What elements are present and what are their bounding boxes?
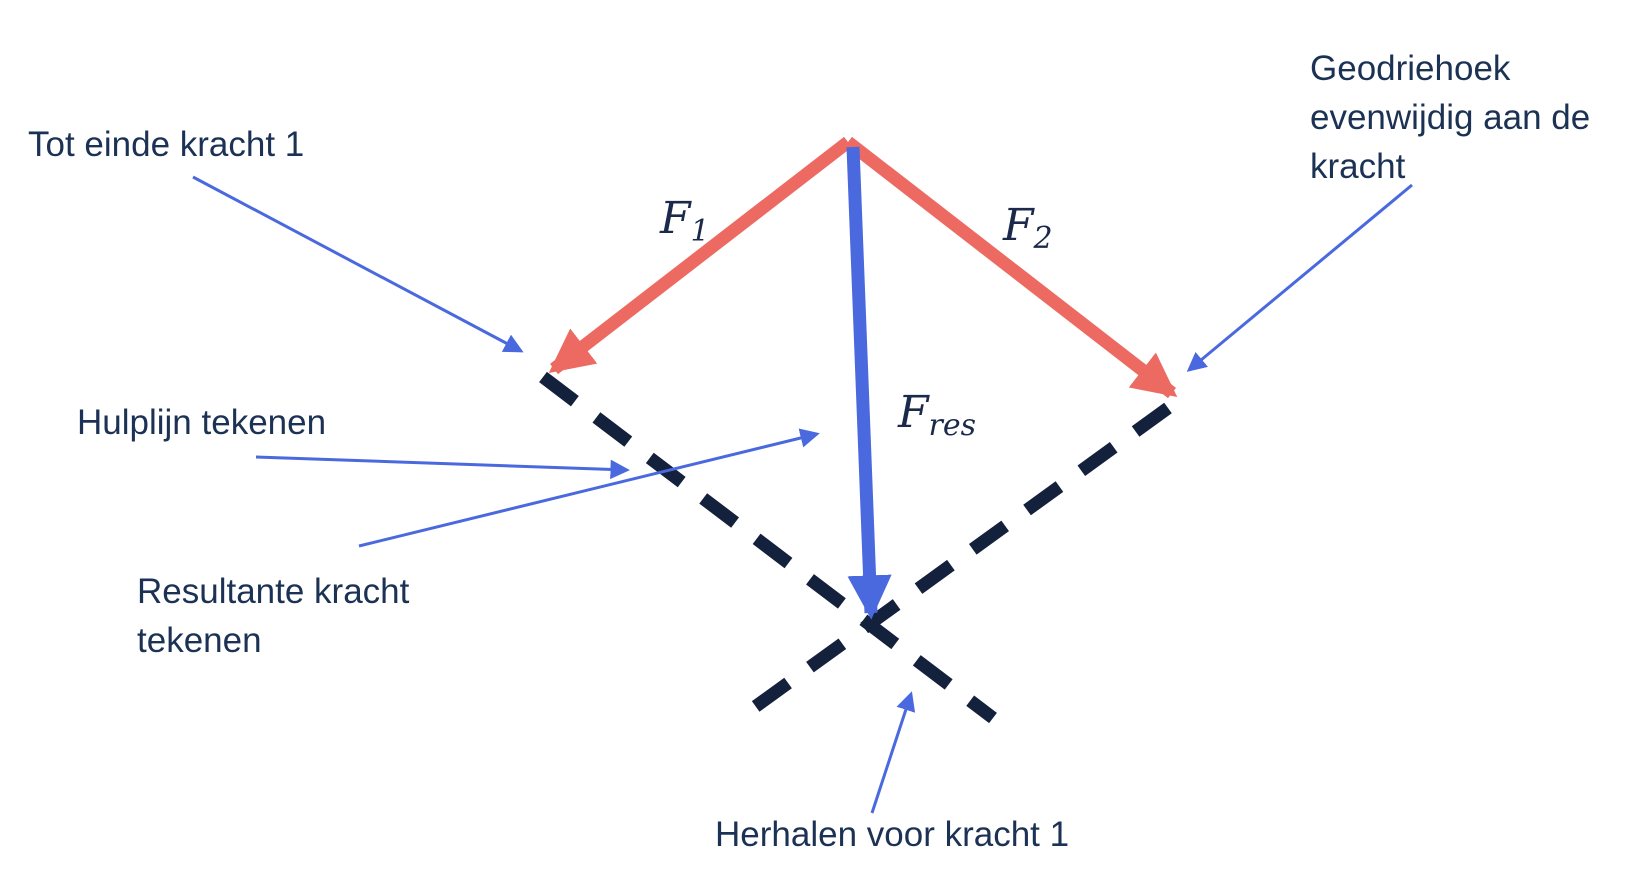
annotation-arrow-geodriehoek [1186,183,1413,372]
label-f1: F1 [659,193,710,249]
label-herhalen-voor-kracht-1: Herhalen voor kracht 1 [715,815,1070,854]
force-arrow-f2 [844,136,1178,399]
label-fres: Fres [897,387,976,443]
label-f1-subscript: 1 [691,214,710,249]
label-f2-base: F [1002,200,1035,251]
label-hulplijn-tekenen: Hulplijn tekenen [77,403,327,442]
helper-dashed-line-left [539,371,997,724]
annotation-arrow-hulplijn [255,455,630,480]
label-f2: F2 [1002,200,1053,256]
annotation-arrow-tot-einde [192,175,524,353]
label-tot-einde-kracht-1: Tot einde kracht 1 [28,125,305,164]
label-fres-base: F [897,387,930,438]
annotation-arrow-herhalen [870,691,916,814]
resultant-arrow-fres [846,146,892,620]
label-f1-base: F [659,193,692,244]
label-f2-subscript: 2 [1033,221,1053,256]
helper-dashed-line-right [744,402,1172,718]
label-fres-subscript: res [929,408,977,443]
force-arrow-f1 [548,136,852,375]
annotation-arrow-resultante [358,428,820,548]
label-resultante-kracht-tekenen: Resultante kracht tekenen [137,572,410,660]
label-geodriehoek-evenwijdig: Geodriehoek evenwijdig aan de kracht [1310,49,1591,186]
